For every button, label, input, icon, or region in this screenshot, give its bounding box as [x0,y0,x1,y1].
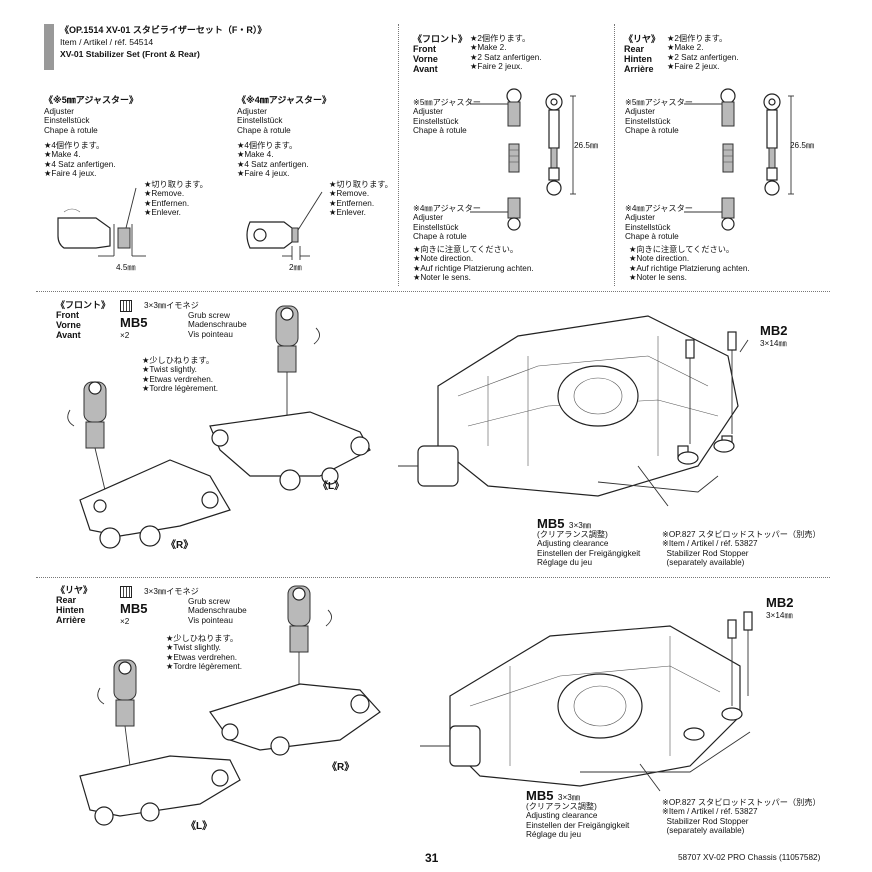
front-arm-drawing [67,305,371,549]
front-screw-code: MB5 [120,315,148,330]
adj5-name: Adjuster Einstellstück Chape à rotule [44,107,98,135]
front-clearance: (クリアランス調整) Adjusting clearance Einstelle… [537,530,641,568]
front-mb5-code: MB5 [537,516,565,531]
rear-mb2-size: 3×14㎜ [766,611,793,620]
front-rod-make: ★2個作ります。 ★Make 2. ★2 Satz anfertigen. ★F… [470,34,542,72]
front-screw-qty: ×2 [120,331,130,340]
front-rod-note: ★向きに注意してください。 ★Note direction. ★Auf rich… [413,245,534,283]
front-chassis-drawing [398,315,749,507]
rear-mb2-code: MB2 [766,595,794,610]
rear-rod-length: 26.5㎜ [790,141,815,150]
front-rod-title: 《フロント》 Front Vorne Avant [413,34,468,74]
front-rod-adj5: ※5㎜アジャスター Adjuster Einstellstück Chape à… [413,98,481,136]
front-label-r: 《R》 [166,540,194,551]
screw-icon [120,300,132,312]
header-block: 《OP.1514 XV-01 スタビライザーセット（F・R）》 Item / A… [44,24,266,70]
adj4-dimension: 2㎜ [289,263,302,272]
adj5-part-drawing [57,187,146,257]
front-rod-length: 26.5㎜ [574,141,599,150]
rear-rod-adj5: ※5㎜アジャスター Adjuster Einstellstück Chape à… [625,98,693,136]
adj4-part-drawing [246,191,323,260]
rear-label-r: 《R》 [327,762,355,773]
adj4-make: ★4個作ります。 ★Make 4. ★4 Satz anfertigen. ★F… [237,141,309,179]
rear-mb5-size: 3×3㎜ [557,793,580,802]
section-divider-2 [36,577,830,578]
rear-twist-note: ★少しひねります。 ★Twist slightly. ★Etwas verdre… [166,634,243,672]
top-divider-1 [398,24,399,286]
rear-screw-code: MB5 [120,601,148,616]
front-twist-note: ★少しひねります。 ★Twist slightly. ★Etwas verdre… [142,356,219,394]
rear-mb5-code: MB5 [526,788,554,803]
front-mb2-size: 3×14㎜ [760,339,787,348]
front-rod-exploded [470,88,522,231]
section-divider-1 [36,291,830,292]
rear-rod-title: 《リヤ》 Rear Hinten Arrière [624,34,661,74]
rear-rod-note: ★向きに注意してください。 ★Note direction. ★Auf rich… [629,245,750,283]
rear-screw-size: 3×3㎜イモネジ [144,587,199,596]
rear-section-title: 《リヤ》 Rear Hinten Arrière [56,585,93,625]
header-title: 《OP.1514 XV-01 スタビライザーセット（F・R）》 [60,25,267,35]
rear-rod-exploded [684,88,736,231]
rear-arm-drawing [79,585,381,826]
rear-rod-make: ★2個作ります。 ★Make 2. ★2 Satz anfertigen. ★F… [667,34,739,72]
header-accent-bar [44,24,54,70]
rear-clearance: (クリアランス調整) Adjusting clearance Einstelle… [526,802,630,840]
header-subtitle: XV-01 Stabilizer Set (Front & Rear) [60,49,200,59]
front-section-title: 《フロント》 Front Vorne Avant [56,300,111,340]
rear-label-l: 《L》 [186,821,213,832]
rear-rod-assembled [763,93,794,196]
rear-screw-name: Grub screw Madenschraube Vis pointeau [188,597,247,625]
front-mb5-size: 3×3㎜ [568,521,591,530]
rear-chassis-drawing [420,611,753,792]
front-rod-adj4: ※4㎜アジャスター Adjuster Einstellstück Chape à… [413,204,481,242]
rear-mb5-heading: MB5 3×3㎜ [526,787,580,805]
rear-rod-adj4: ※4㎜アジャスター Adjuster Einstellstück Chape à… [625,204,693,242]
rear-screw-qty: ×2 [120,617,130,626]
front-screw-name: Grub screw Madenschraube Vis pointeau [188,311,247,339]
adj4-remove: ★切り取ります。 ★Remove. ★Entfernen. ★Enlever. [329,180,393,218]
front-mb5-heading: MB5 3×3㎜ [537,515,591,533]
header-item-number: Item / Artikel / réf. 54514 [60,37,154,47]
front-mb2-code: MB2 [760,323,788,338]
footer-product: 58707 XV-02 PRO Chassis (11057582) [678,853,821,862]
front-rod-assembled [545,93,576,196]
adj5-make: ★4個作ります。 ★Make 4. ★4 Satz anfertigen. ★F… [44,141,116,179]
screw-icon [120,586,132,598]
front-label-l: 《L》 [318,481,345,492]
adj5-title: 《※5㎜アジャスター》 [44,95,138,105]
adj4-title: 《※4㎜アジャスター》 [237,95,331,105]
adj5-dimension: 4.5㎜ [116,263,136,272]
page-number: 31 [425,851,439,865]
front-stopper: ※OP.827 スタビロッドストッパー（別売） ※Item / Artikel … [662,530,821,568]
adj4-name: Adjuster Einstellstück Chape à rotule [237,107,291,135]
top-divider-2 [614,24,615,286]
front-screw-size: 3×3㎜イモネジ [144,301,199,310]
rear-stopper: ※OP.827 スタビロッドストッパー（別売） ※Item / Artikel … [662,798,821,836]
adj5-remove: ★切り取ります。 ★Remove. ★Entfernen. ★Enlever. [144,180,208,218]
